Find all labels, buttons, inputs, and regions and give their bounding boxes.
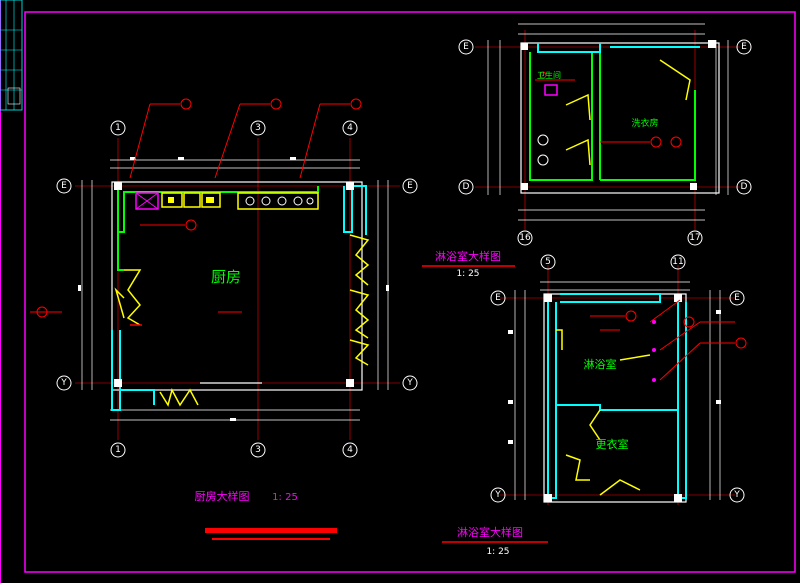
column	[708, 40, 716, 48]
grid-label: E	[741, 42, 747, 52]
column	[346, 182, 354, 190]
kitchen-wall-top	[117, 186, 319, 233]
title-block-strip	[0, 0, 23, 111]
shower-grid-bubbles: 5 11 E Y E Y	[490, 254, 745, 503]
grid-label: 1	[115, 445, 121, 455]
kitchen-wall-left	[117, 232, 124, 271]
kitchen-scale: 1: 25	[272, 492, 298, 503]
laundry-wall	[600, 90, 696, 181]
grid-label: 16	[519, 233, 531, 243]
column	[114, 182, 122, 190]
kitchen-annotations	[30, 98, 362, 326]
shower-outer-wall	[543, 293, 687, 503]
grid-label: D	[741, 182, 748, 192]
grid-label: 3	[255, 123, 261, 133]
grid-label: E	[61, 181, 67, 191]
kitchen-room-label: 厨房	[211, 268, 241, 286]
shower-dimensions	[508, 281, 721, 500]
shower-partition	[556, 404, 678, 411]
bathroom-axes	[475, 30, 740, 230]
grid-label: 17	[689, 233, 700, 243]
grid-label: Y	[60, 378, 67, 388]
laundry-room-label: 洗衣房	[631, 117, 658, 129]
bathroom-scale: 1: 25	[456, 269, 479, 279]
bathroom-window-top	[537, 43, 601, 53]
grid-label: E	[407, 181, 413, 191]
shower-annotations	[590, 299, 747, 382]
kitchen-title: 厨房大样图	[195, 489, 250, 503]
grid-label: D	[463, 182, 470, 192]
shower-plan: 5 11 E Y E Y 淋浴室 更衣室 淋浴室大样图 1: 25	[442, 254, 747, 557]
kitchen-window-right	[343, 185, 367, 235]
shower-window-top	[560, 293, 661, 303]
column	[544, 294, 552, 302]
grid-label: E	[495, 293, 501, 303]
grid-label: 3	[255, 445, 261, 455]
grid-label: E	[734, 293, 740, 303]
shower-wall-left	[547, 302, 557, 499]
column	[674, 494, 682, 502]
kitchen-counter	[135, 192, 319, 210]
column	[674, 294, 682, 302]
bathroom-wall-inner	[529, 52, 593, 181]
shower-wall-right	[677, 302, 687, 499]
kitchen-window-left	[111, 330, 121, 411]
grid-label: 11	[672, 257, 683, 267]
kitchen-plan: 1 3 4 1 3 4 E Y E Y 厨房 厨房大样图 1: 25	[30, 98, 418, 540]
grid-label: Y	[494, 490, 501, 500]
shower-title: 淋浴室大样图	[457, 525, 523, 539]
bathroom-annotations	[535, 71, 682, 148]
grid-label: 4	[347, 123, 353, 133]
kitchen-doors	[114, 234, 370, 407]
grid-label: E	[463, 42, 469, 52]
bathroom-outer-wall	[520, 42, 720, 194]
grid-label: Y	[733, 490, 740, 500]
drawing-frame	[24, 11, 796, 573]
column	[346, 379, 354, 387]
kitchen-title-underline	[205, 528, 337, 533]
bathroom-fixtures	[537, 59, 691, 166]
grid-label: Y	[406, 378, 413, 388]
kitchen-title-underline-thin	[212, 538, 330, 540]
column	[521, 43, 528, 50]
bathroom-room-label: 卫生间	[537, 70, 561, 80]
shower-scale: 1: 25	[486, 547, 509, 557]
column	[521, 183, 528, 190]
column	[114, 379, 122, 387]
bathroom-plan: 16 17 E D E D 卫生间 洗衣房 淋浴室大样图 1: 25	[422, 23, 752, 279]
bathroom-dimensions	[487, 23, 729, 221]
column	[690, 183, 697, 190]
kitchen-dimensions	[78, 157, 389, 421]
shower-doors	[556, 329, 651, 496]
kitchen-wall-bottom	[120, 389, 155, 405]
shower-room-label: 淋浴室	[584, 357, 617, 371]
grid-label: 4	[347, 445, 353, 455]
grid-label: 5	[545, 257, 551, 267]
changing-room-label: 更衣室	[596, 437, 629, 451]
kitchen-grid-bubbles: 1 3 4 1 3 4 E Y E Y	[56, 120, 418, 458]
column	[544, 494, 552, 502]
bathroom-title: 淋浴室大样图	[435, 249, 501, 263]
kitchen-outer-wall	[111, 181, 363, 391]
grid-label: 1	[115, 123, 121, 133]
bathroom-grid-bubbles: 16 17 E D E D	[458, 39, 752, 246]
